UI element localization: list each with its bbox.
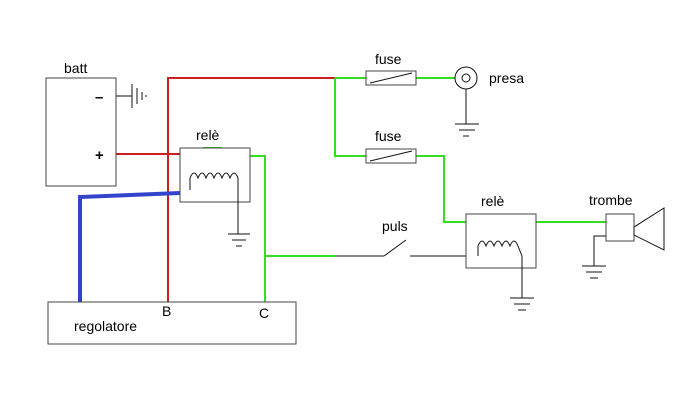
regulator: regolatore B C (47, 301, 297, 345)
red-wire-main (167, 77, 335, 302)
horn-icon (593, 207, 665, 266)
horn: trombe (582, 192, 665, 279)
green-wire-branch (334, 78, 366, 157)
fuse-bottom-icon (365, 148, 417, 164)
regulator-box (47, 301, 297, 345)
horn-label: trombe (589, 192, 633, 208)
push-switch-icon (336, 239, 474, 257)
blue-wire (78, 191, 181, 302)
battery-ground-icon (116, 84, 147, 108)
relay-right-ground-icon (510, 297, 534, 311)
relay-left: relè (179, 127, 251, 247)
relay-right-box (465, 213, 537, 269)
fuse-top-icon (365, 70, 417, 86)
push-button-label: puls (382, 218, 408, 234)
terminal-c-label: C (259, 305, 269, 321)
blue-wire-regulator (78, 191, 181, 302)
relay-left-coil-icon (189, 172, 239, 190)
relay-right-label: relè (481, 193, 505, 209)
fuse-bottom: fuse (365, 128, 417, 164)
relay-right: relè (465, 193, 537, 311)
battery: batt – + (45, 60, 147, 187)
battery-plus-sign: + (95, 147, 104, 164)
regulator-label: regolatore (74, 318, 137, 334)
battery-minus-sign: – (95, 89, 103, 106)
terminal-b-label: B (162, 303, 171, 319)
relay-left-label: relè (196, 127, 220, 143)
horn-ground-icon (582, 265, 606, 279)
relay-right-coil-icon (477, 240, 523, 257)
fuse-top: fuse (365, 51, 417, 86)
relay-left-ground-icon (228, 233, 250, 247)
battery-box (45, 77, 117, 187)
green-wire-to-horn-relay (416, 155, 474, 223)
socket-ground-icon (455, 123, 479, 137)
red-wires (116, 77, 335, 302)
push-button: puls (336, 218, 474, 257)
fuse-bottom-label: fuse (375, 128, 402, 144)
socket-icon (454, 66, 478, 124)
socket-label: presa (489, 70, 524, 86)
fuse-top-label: fuse (375, 51, 402, 67)
battery-label: batt (64, 60, 87, 76)
socket: presa (454, 66, 524, 137)
